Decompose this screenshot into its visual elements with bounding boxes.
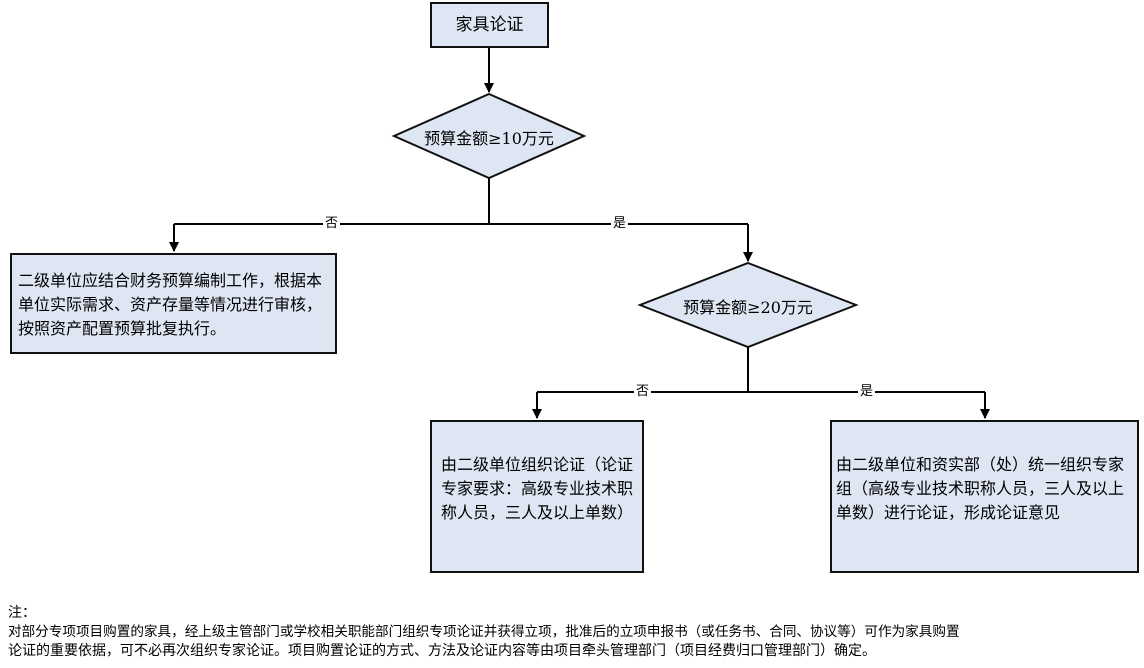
note-title: 注： (8, 605, 36, 621)
decision2-yes-label: 是 (858, 384, 876, 399)
note-line2: 论证的重要依据，可不必再次组织专家论证。项目购置论证的方式、方法及论证内容等由项… (8, 643, 876, 659)
start-box: 家具论证 (430, 2, 549, 48)
decision1-no-label: 否 (323, 216, 341, 231)
decision2-label: 预算金额≥20万元 (683, 298, 813, 317)
yes-branch2-box: 由二级单位和资实部（处）统一组织专家组（高级专业技术职称人员，三人及以上单数）进… (830, 420, 1139, 573)
yes-branch2-text: 由二级单位和资实部（处）统一组织专家组（高级专业技术职称人员，三人及以上单数）进… (836, 455, 1125, 522)
decision1-label: 预算金额≥10万元 (424, 129, 554, 148)
decision2-no-label: 否 (634, 384, 652, 399)
start-label: 家具论证 (455, 15, 524, 35)
no-branch2-box: 由二级单位组织论证（论证专家要求：高级专业技术职称人员，三人及以上单数） (430, 420, 644, 573)
decision1-yes-label: 是 (611, 216, 629, 231)
no-branch1-text: 二级单位应结合财务预算编制工作，根据本单位实际需求、资产存量等情况进行审核，按照… (18, 271, 323, 338)
note-line1: 对部分专项项目购置的家具，经上级主管部门或学校相关职能部门组织专项论证并获得立项… (8, 624, 960, 640)
no-branch2-text: 由二级单位组织论证（论证专家要求：高级专业技术职称人员，三人及以上单数） (440, 455, 633, 522)
no-branch1-box: 二级单位应结合财务预算编制工作，根据本单位实际需求、资产存量等情况进行审核，按照… (10, 253, 337, 354)
